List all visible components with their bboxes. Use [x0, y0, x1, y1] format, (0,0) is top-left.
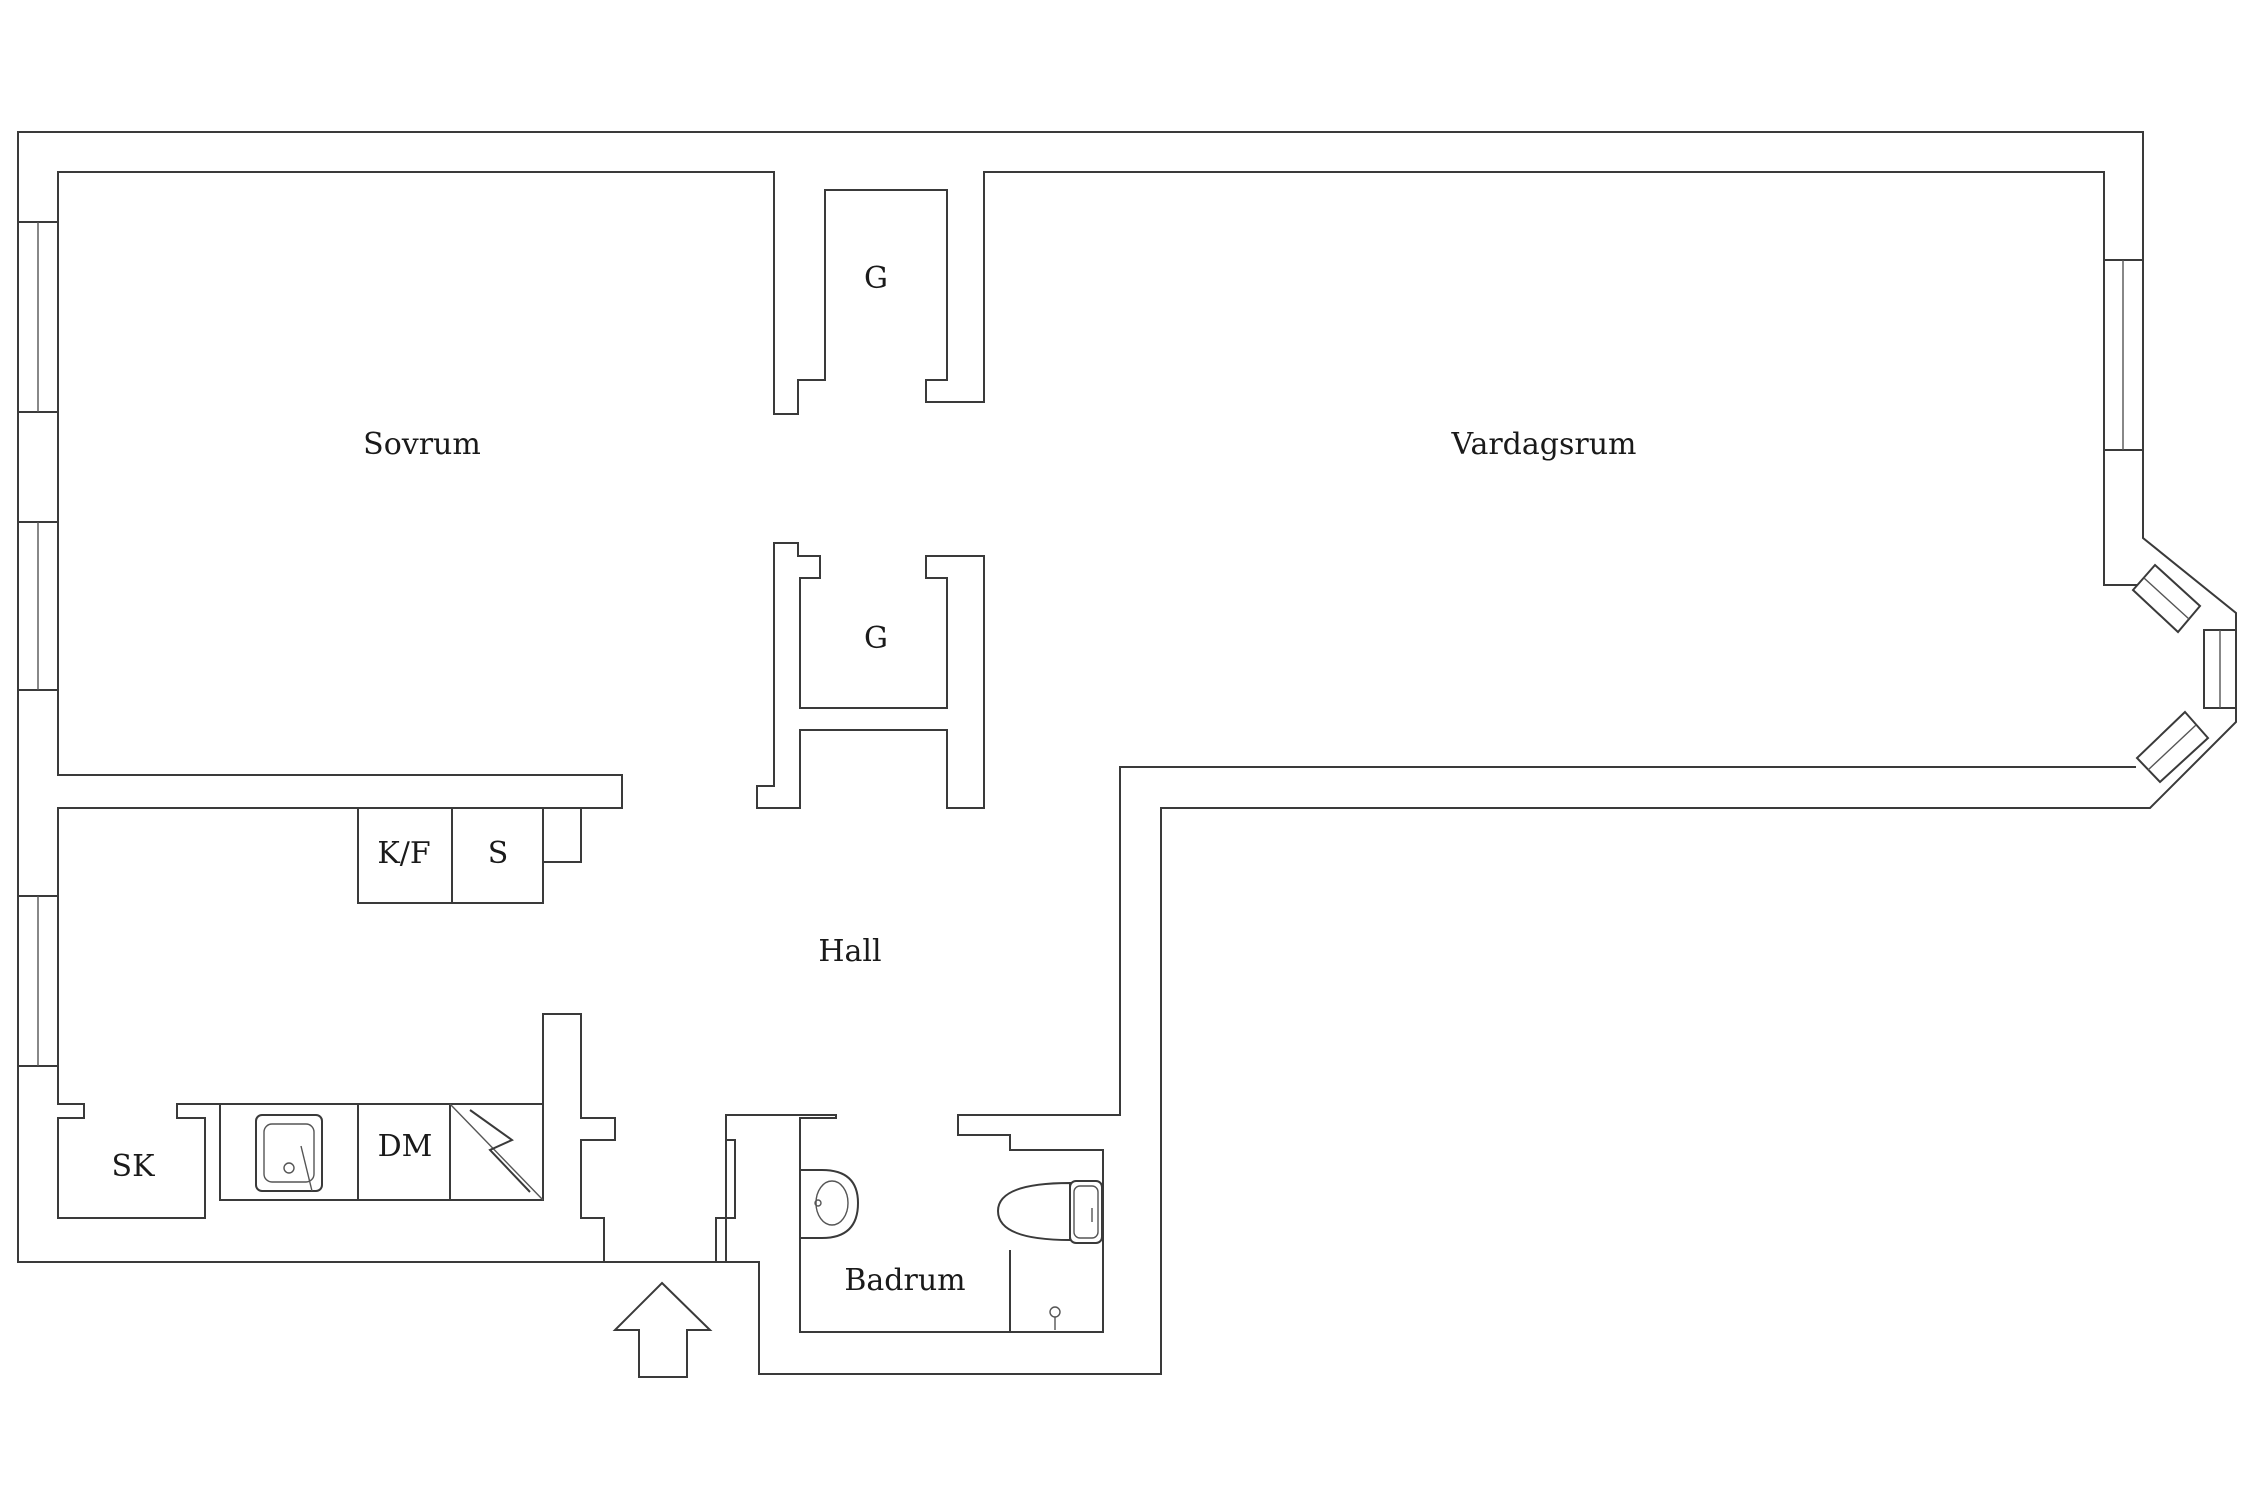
- labels: Sovrum Vardagsrum Hall Badrum G G K/F S …: [112, 261, 1637, 1298]
- cabinet-label-sk: SK: [112, 1149, 156, 1184]
- room-label-sovrum: Sovrum: [363, 427, 481, 462]
- kitchen-counter: [219, 1103, 544, 1201]
- bathroom-fixtures: [799, 1169, 1103, 1332]
- stove-icon: [449, 1103, 544, 1201]
- windows: [17, 221, 2237, 1067]
- outer-wall: [17, 131, 2237, 1375]
- floor-drain-icon: [1049, 1306, 1061, 1330]
- cabinet-label-dm: DM: [378, 1129, 433, 1164]
- cabinet-label-kf: K/F: [377, 836, 430, 871]
- closet-label-g-lower: G: [864, 621, 888, 656]
- washbasin-icon: [799, 1169, 860, 1239]
- stove: [449, 1103, 544, 1201]
- toilet-icon: [996, 1180, 1103, 1244]
- sink-counter: [219, 1103, 359, 1201]
- closet-label-g-upper: G: [864, 261, 888, 296]
- cabinet-s: [451, 807, 544, 904]
- inner-walls: [57, 171, 2137, 1333]
- cabinets-kf-s: [357, 807, 544, 904]
- sink-icon: [255, 1114, 323, 1192]
- cabinet-label-s: S: [488, 836, 509, 871]
- room-label-hall: Hall: [818, 934, 881, 969]
- window-bay: [2131, 563, 2237, 784]
- room-label-vardagsrum: Vardagsrum: [1451, 427, 1637, 462]
- room-label-badrum: Badrum: [844, 1263, 965, 1298]
- entrance-arrow-icon: [612, 1281, 713, 1378]
